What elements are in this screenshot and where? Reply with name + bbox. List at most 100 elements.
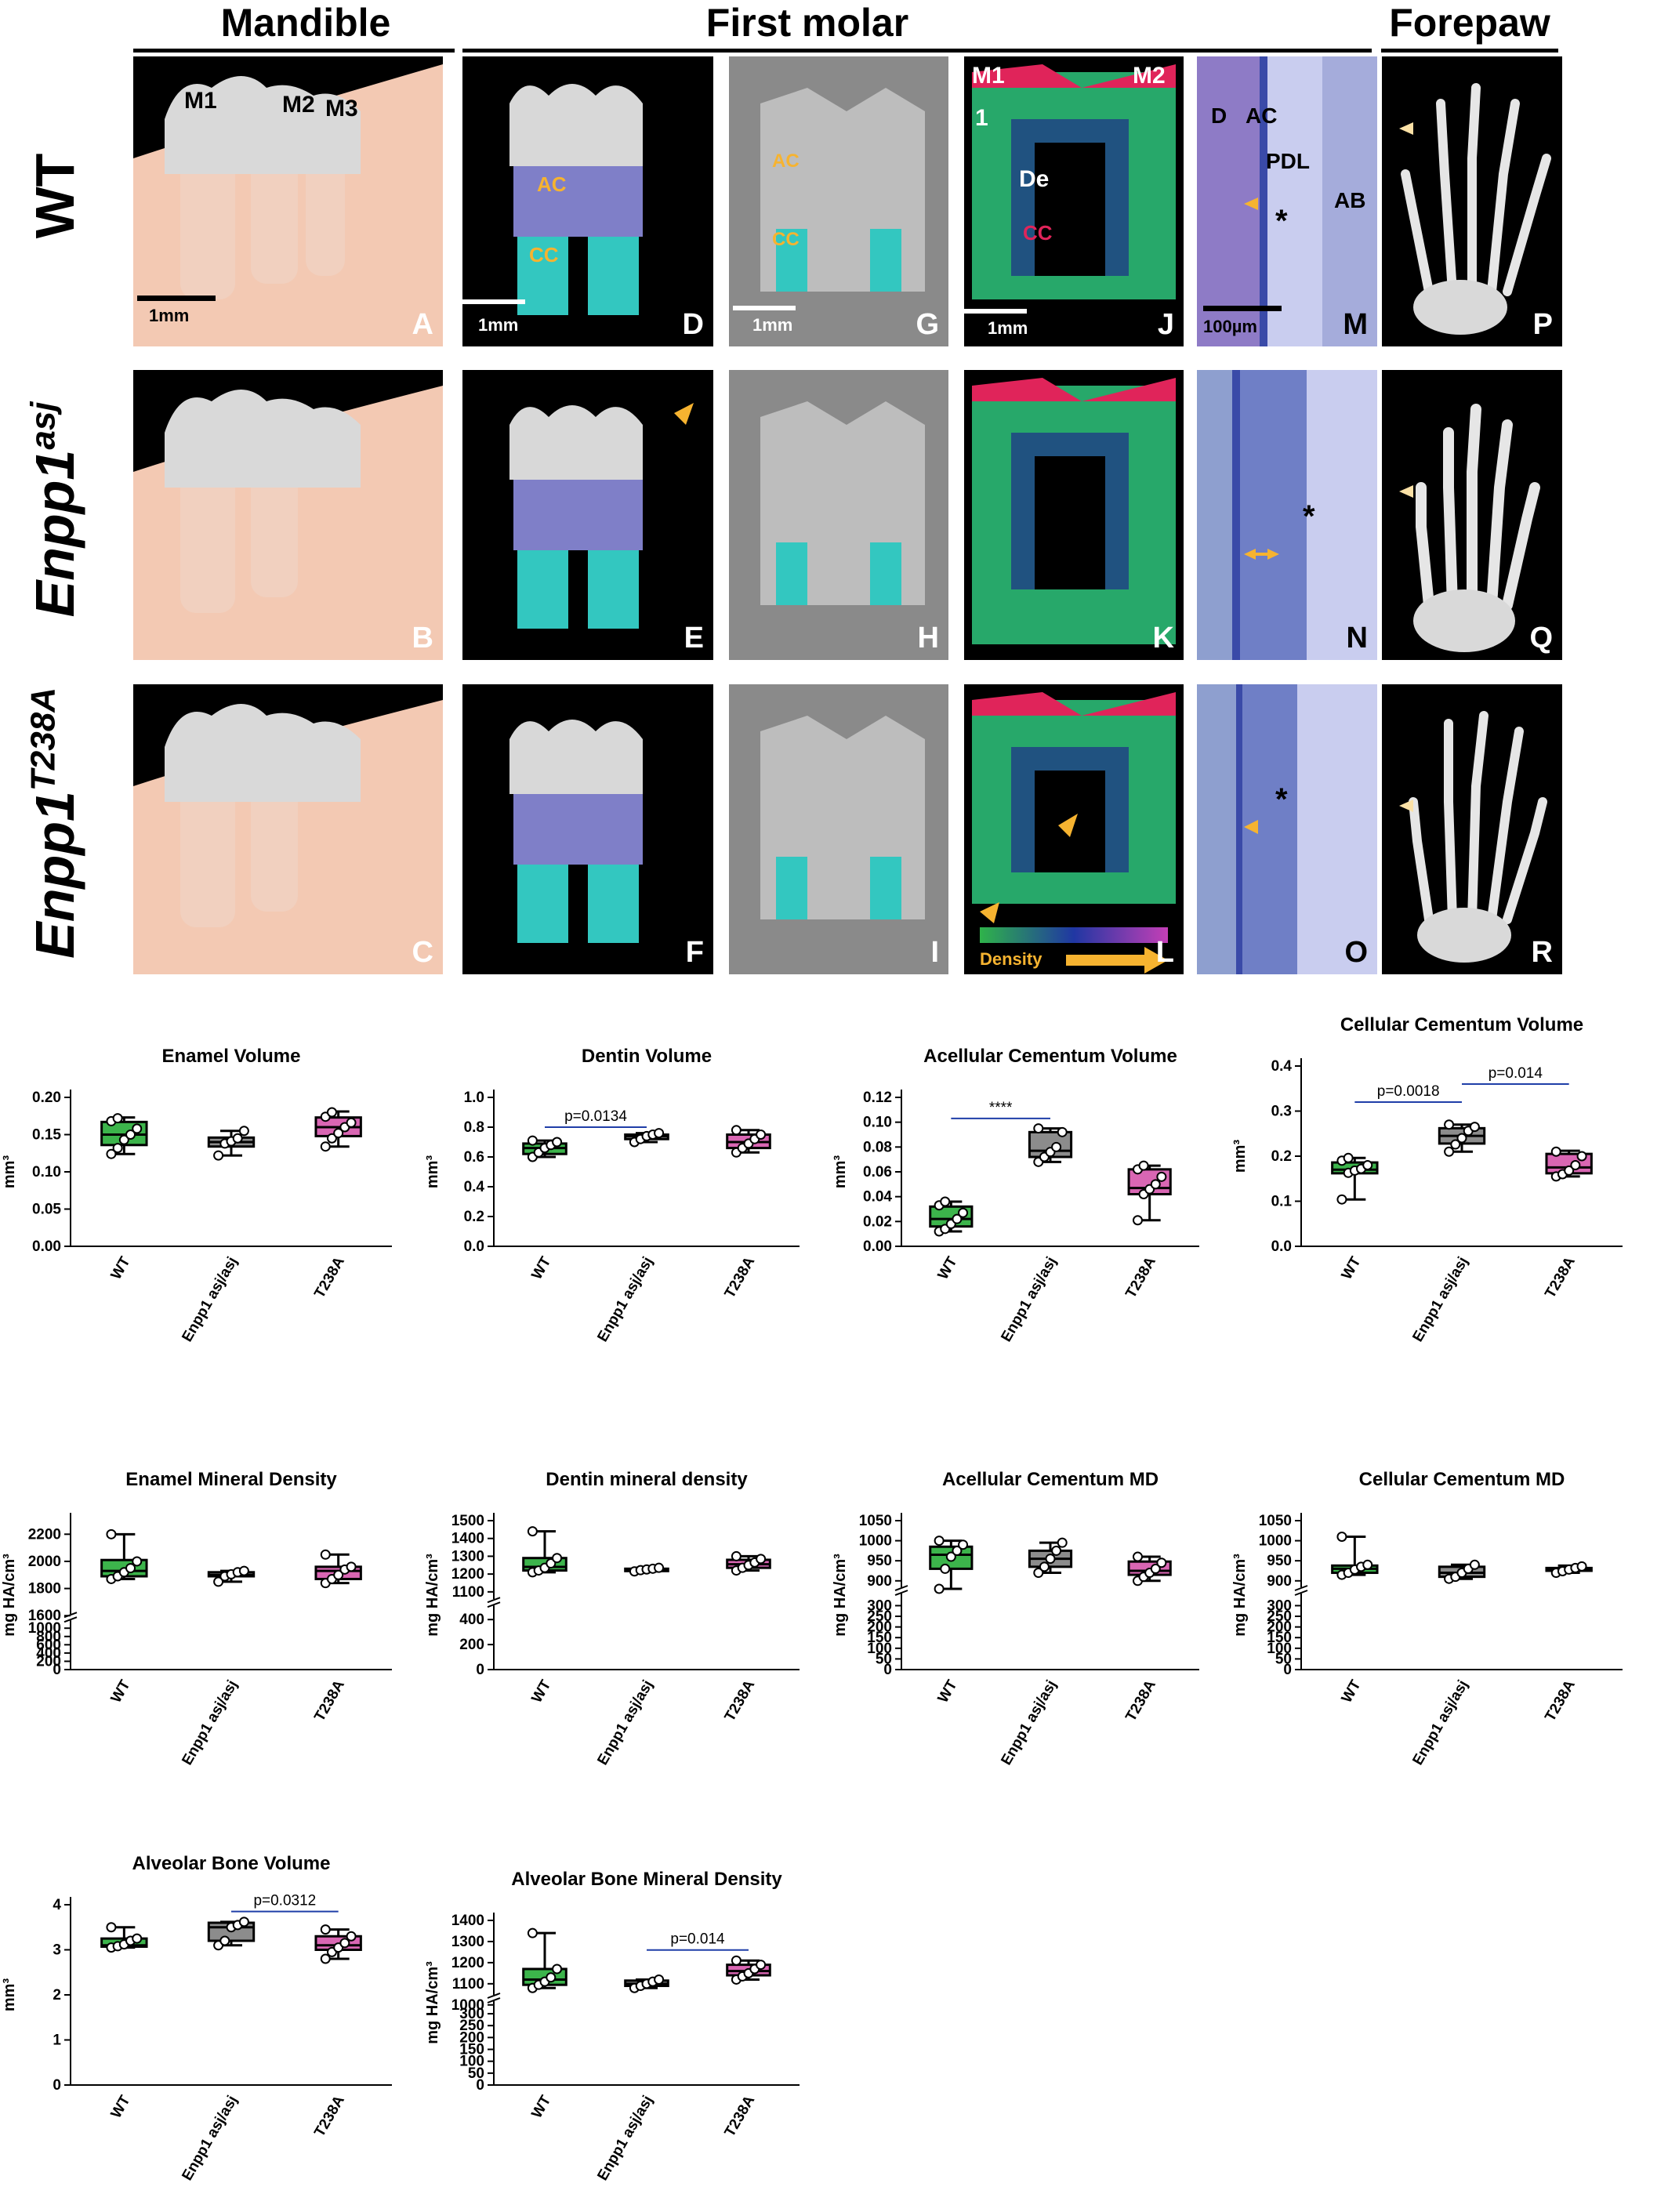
data-point [132,1933,143,1944]
panel-n-histology-asj: * N [1197,370,1377,660]
y-tick-label: 0.02 [863,1213,892,1230]
panel-h-ct-asj: H [729,370,948,660]
y-tick-label: 0 [883,1662,892,1678]
data-point [1039,1561,1050,1572]
data-point [106,1528,117,1539]
chart-svg: Enamel Mineral Density020040060080010001… [1,1469,392,1768]
axis-break-mark [487,1597,501,1604]
scale-bar [462,299,525,304]
data-point [219,1935,230,1946]
data-point [112,1143,123,1154]
box-wt [929,1536,974,1594]
significance-label: p=0.0312 [253,1893,316,1909]
label-cc: CC [772,229,800,250]
y-tick-label: 300 [867,1597,892,1614]
y-tick-label: 100 [459,2054,484,2070]
data-point [1057,1537,1068,1548]
y-tick-label: 400 [36,1645,61,1662]
panel-l-density-t238a: Density L [964,684,1184,974]
panel-c-mandible-t238a: C [133,684,443,974]
significance-label: p=0.014 [1489,1065,1543,1082]
chart-svg: Alveolar Bone Mineral Density05010015020… [424,1869,800,2184]
y-axis-label: mg HA/cm³ [1231,1554,1249,1637]
data-point [1156,1171,1167,1182]
data-point [1051,1141,1062,1152]
header-forepaw: Forepaw [1389,1,1550,45]
y-tick-label: 1600 [28,1608,61,1624]
x-tick-label: T238A [722,1254,759,1301]
data-point [213,1576,224,1587]
header-mandible-rule [133,49,455,53]
significance-label: **** [989,1100,1013,1116]
y-tick-label: 950 [1267,1553,1292,1569]
chart-title: Acellular Cementum MD [942,1469,1159,1490]
x-tick-label: Enpp1 asj/asj [179,1254,241,1345]
row-label-enpp1-t238a: Enpp1T238A [24,687,85,959]
y-tick-label: 1800 [28,1581,61,1597]
panel-letter-p: P [1532,308,1553,341]
box-t238a [726,1550,771,1576]
x-tick-label: Enpp1 asj/asj [998,1254,1060,1345]
panel-m-histology-wt: D AC PDL AB * 100µm M [1197,56,1377,346]
box-asj [624,1974,669,1993]
data-point [654,1562,665,1573]
axis-break [64,1614,77,1621]
data-point [952,1545,963,1556]
y-tick-label: 1100 [452,1976,484,1993]
data-point [320,1549,331,1560]
box-wt [100,1528,148,1584]
y-tick-label: 1200 [451,1955,484,1971]
x-tick-label: WT [1339,1254,1365,1282]
y-axis-label: mm³ [1231,1140,1249,1173]
panel-letter-m: M [1343,308,1368,341]
scale-label: 1mm [149,306,190,325]
x-tick-label: T238A [1122,1677,1159,1724]
box-asj [1438,1119,1486,1157]
box-asj [207,1126,256,1161]
chart-title: Alveolar Bone Volume [132,1853,331,1874]
y-tick-label: 1 [53,2033,61,2049]
y-tick-label: 0.05 [32,1202,61,1218]
label-m3: M3 [325,96,358,121]
y-tick-label: 0 [53,2077,61,2094]
data-point [125,1563,136,1574]
data-point [1156,1557,1167,1568]
chart-svg: Cellular Cementum MD05010015020025030090… [1231,1469,1623,1768]
data-point [1576,1561,1587,1572]
panel-letter-l: L [1155,936,1174,969]
y-axis-label: mg HA/cm³ [424,1554,441,1637]
y-tick-label: 300 [1267,1597,1292,1614]
header-first-molar: First molar [705,1,909,45]
data-point [527,1135,538,1146]
y-tick-label: 1000 [1259,1533,1292,1550]
data-point [552,1553,563,1564]
scale-bar [964,309,1027,314]
data-point [238,1126,249,1137]
x-tick-label: T238A [1122,1254,1159,1301]
box-t238a [314,1107,362,1152]
data-point [1033,1568,1044,1579]
data-point [333,1569,344,1580]
y-tick-label: 900 [867,1573,892,1590]
y-tick-label: 0.4 [1271,1058,1293,1075]
data-point [1362,1559,1373,1570]
data-point [1138,1160,1149,1171]
panel-letter-a: A [412,308,433,341]
y-tick-label: 950 [867,1553,892,1569]
x-tick-label: WT [108,2093,134,2121]
y-tick-label: 0.20 [32,1090,61,1106]
y-tick-label: 0.6 [464,1149,484,1166]
panel-g-ct-wt: AC CC 1mm G [729,56,948,346]
data-point [731,1955,742,1966]
data-point [106,1922,117,1933]
scale-label: 1mm [478,315,519,335]
y-tick-label: 0.00 [32,1238,61,1255]
y-tick-label: 1050 [1259,1513,1292,1529]
data-point [940,1563,951,1574]
data-point [756,1960,767,1971]
scale-bar [1203,306,1282,311]
